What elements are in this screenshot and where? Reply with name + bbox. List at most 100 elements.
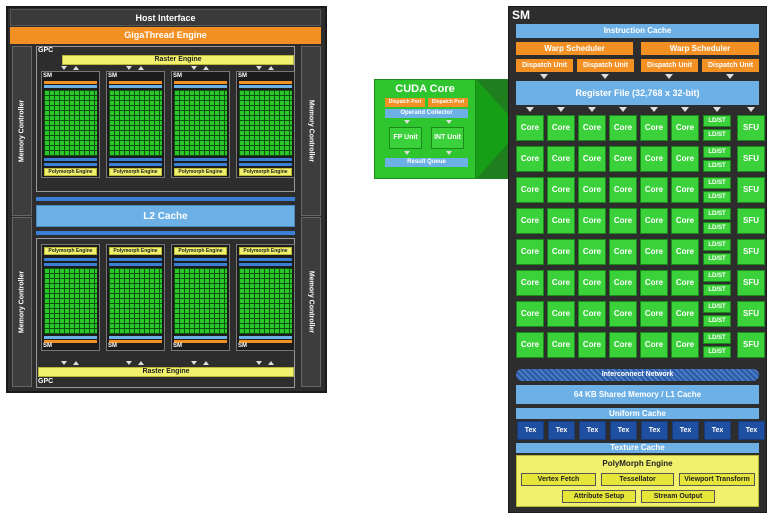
sfu-r5: SFU — [737, 239, 765, 265]
top-arrow-down-1 — [61, 66, 67, 70]
l2-band-bottom — [36, 231, 295, 235]
core-r8-c2: Core — [547, 332, 575, 358]
core-r3-c6: Core — [671, 177, 699, 203]
top-sm-1-cores — [44, 90, 97, 156]
top-sm-4-label: SM — [238, 73, 247, 79]
core-r2-c5: Core — [640, 146, 668, 172]
bottom-sm-3-cache — [174, 263, 227, 266]
bottom-sm-1-cores — [44, 268, 97, 334]
core-r8-c5: Core — [640, 332, 668, 358]
regfile-arrow-4 — [619, 107, 627, 112]
top-arrow-up-4 — [268, 66, 274, 70]
dispatch-port-left: Dispatch Port — [385, 98, 425, 107]
top-polymorph-2: Polymorph Engine — [109, 168, 162, 176]
tex-unit-4: Tex — [610, 421, 637, 440]
bottom-polymorph-1: Polymorph Engine — [44, 247, 97, 255]
top-sm-3-cores — [174, 90, 227, 156]
bottom-sm-4-dispatch — [239, 340, 292, 343]
tex-unit-3: Tex — [579, 421, 606, 440]
dispatch-unit-2: Dispatch Unit — [577, 59, 634, 72]
core-r4-c5: Core — [640, 208, 668, 234]
sfu-r4: SFU — [737, 208, 765, 234]
core-r1-c2: Core — [547, 115, 575, 141]
core-r5-c3: Core — [578, 239, 606, 265]
core-r8-c4: Core — [609, 332, 637, 358]
core-r7-c5: Core — [640, 301, 668, 327]
regfile-arrow-5 — [650, 107, 658, 112]
core-r3-c3: Core — [578, 177, 606, 203]
arrow-fp-to-result — [404, 151, 410, 155]
bottom-sm-1-label: SM — [43, 343, 52, 349]
top-sm-1-tex — [44, 163, 97, 166]
regfile-arrow-7 — [713, 107, 721, 112]
core-r8-c3: Core — [578, 332, 606, 358]
bottom-sm-1-regfile — [44, 336, 97, 339]
gpc-bottom-label: GPC — [38, 378, 54, 385]
core-r4-c3: Core — [578, 208, 606, 234]
regfile-arrow-3 — [588, 107, 596, 112]
bottom-sm-4-tex — [239, 258, 292, 261]
bottom-arrow-up-2 — [138, 361, 144, 365]
top-sm-3-cache — [174, 158, 227, 161]
gpc-top-label: GPC — [38, 47, 54, 54]
core-r2-c4: Core — [609, 146, 637, 172]
core-r2-c3: Core — [578, 146, 606, 172]
bottom-sm-2-tex — [109, 258, 162, 261]
core-r8-c6: Core — [671, 332, 699, 358]
raster-engine-top: Raster Engine — [62, 55, 294, 65]
ldst-r5-b: LD/ST — [703, 253, 731, 265]
core-r7-c6: Core — [671, 301, 699, 327]
arrow-to-int-unit — [446, 120, 452, 124]
bottom-polymorph-4: Polymorph Engine — [239, 247, 292, 255]
sfu-r3: SFU — [737, 177, 765, 203]
sfu-r6: SFU — [737, 270, 765, 296]
ldst-r7-a: LD/ST — [703, 301, 731, 313]
core-r1-c4: Core — [609, 115, 637, 141]
bottom-sm-2-dispatch — [109, 340, 162, 343]
top-sm-2-cache — [109, 158, 162, 161]
core-r7-c2: Core — [547, 301, 575, 327]
top-sm-1-cache — [44, 158, 97, 161]
register-file: Register File (32,768 x 32-bit) — [516, 81, 759, 105]
tex-unit-8: Tex — [738, 421, 765, 440]
attribute-setup: Attribute Setup — [562, 490, 636, 503]
core-r3-c5: Core — [640, 177, 668, 203]
shared-memory-l1-cache: 64 KB Shared Memory / L1 Cache — [516, 385, 759, 404]
core-r6-c4: Core — [609, 270, 637, 296]
core-r4-c6: Core — [671, 208, 699, 234]
ldst-r4-b: LD/ST — [703, 222, 731, 234]
bottom-sm-1-dispatch — [44, 340, 97, 343]
core-r2-c6: Core — [671, 146, 699, 172]
core-r8-c1: Core — [516, 332, 544, 358]
top-sm-4-cores — [239, 90, 292, 156]
arrow-dispatch-4 — [726, 74, 734, 79]
cuda-core-title: CUDA Core — [395, 83, 455, 95]
bottom-arrow-up-1 — [73, 361, 79, 365]
operand-collector: Operand Collector — [385, 109, 468, 118]
sfu-r7: SFU — [737, 301, 765, 327]
core-r5-c5: Core — [640, 239, 668, 265]
ldst-r7-b: LD/ST — [703, 315, 731, 327]
ldst-r1-b: LD/ST — [703, 129, 731, 141]
bottom-arrow-down-2 — [126, 361, 132, 365]
bottom-sm-1-cache — [44, 263, 97, 266]
top-sm-2-regfile — [109, 85, 162, 88]
top-arrow-down-4 — [256, 66, 262, 70]
core-r7-c4: Core — [609, 301, 637, 327]
ldst-r8-b: LD/ST — [703, 346, 731, 358]
top-sm-4-regfile — [239, 85, 292, 88]
core-r1-c5: Core — [640, 115, 668, 141]
gigathread-engine: GigaThread Engine — [10, 27, 321, 44]
top-sm-1-dispatch — [44, 81, 97, 84]
top-arrow-down-2 — [126, 66, 132, 70]
dispatch-unit-4: Dispatch Unit — [702, 59, 759, 72]
regfile-arrow-8 — [747, 107, 755, 112]
ldst-r3-b: LD/ST — [703, 191, 731, 203]
tex-unit-6: Tex — [672, 421, 699, 440]
top-sm-4-cache — [239, 158, 292, 161]
regfile-arrow-1 — [526, 107, 534, 112]
arrow-int-to-result — [446, 151, 452, 155]
